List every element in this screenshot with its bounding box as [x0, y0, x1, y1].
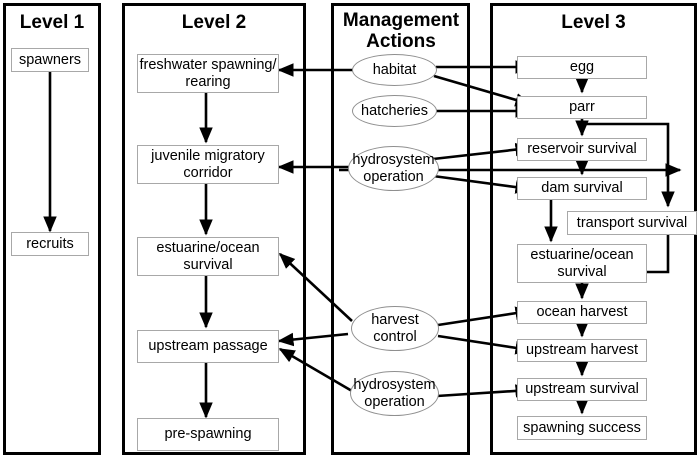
wire-hydro2-to-upstream-passage — [278, 347, 353, 393]
node-dam-survival[interactable]: dam survival — [517, 177, 647, 200]
wire-hydro2-to-upstream-survival — [436, 384, 532, 398]
node-spawners[interactable]: spawners — [11, 48, 89, 72]
node-transport-survival[interactable]: transport survival — [567, 211, 697, 235]
wire-harvest-to-upstream-passage — [277, 332, 349, 347]
node-upstream-passage[interactable]: upstream passage — [137, 330, 279, 363]
node-upstream-survival[interactable]: upstream survival — [517, 378, 647, 401]
node-estuarine-ocean-survival-level2[interactable]: estuarine/ocean survival — [137, 237, 279, 276]
node-estuarine-ocean-survival-level3[interactable]: estuarine/ocean survival — [517, 244, 647, 283]
panel-title-level-3: Level 3 — [561, 12, 626, 33]
wire-hydro1-to-dam — [432, 174, 532, 194]
node-hydrosystem-operation-upper[interactable]: hydrosystem operation — [348, 146, 439, 191]
panel-title-level-2: Level 2 — [181, 12, 247, 33]
node-juvenile-migratory-corridor[interactable]: juvenile migratory corridor — [137, 145, 279, 184]
node-ocean-harvest[interactable]: ocean harvest — [517, 301, 647, 324]
panel-title-level-1: Level 1 — [19, 12, 85, 33]
wire-hydro1-to-reservoir — [432, 142, 532, 161]
wire-parr-to-transport — [582, 122, 675, 208]
node-hydrosystem-operation-lower[interactable]: hydrosystem operation — [350, 371, 439, 416]
node-habitat[interactable]: habitat — [352, 54, 437, 86]
panel-title-management-actions: Management Actions — [342, 10, 460, 52]
node-egg[interactable]: egg — [517, 56, 647, 79]
node-recruits[interactable]: recruits — [11, 232, 89, 256]
wire-habitat-to-parr — [433, 74, 532, 107]
node-hatcheries[interactable]: hatcheries — [352, 95, 437, 127]
node-freshwater-spawning-rearing[interactable]: freshwater spawning/ rearing — [137, 54, 279, 93]
wire-harvest-to-ocean-harvest — [437, 306, 532, 327]
wire-harvest-to-estuarine2 — [278, 252, 353, 322]
node-reservoir-survival[interactable]: reservoir survival — [517, 138, 647, 161]
node-parr[interactable]: parr — [517, 96, 647, 119]
node-pre-spawning[interactable]: pre-spawning — [137, 418, 279, 451]
wire-harvest-to-upstream-harvest — [437, 334, 532, 355]
node-upstream-harvest[interactable]: upstream harvest — [517, 339, 647, 362]
node-harvest-control[interactable]: harvest control — [351, 306, 439, 351]
node-spawning-success[interactable]: spawning success — [517, 416, 647, 440]
